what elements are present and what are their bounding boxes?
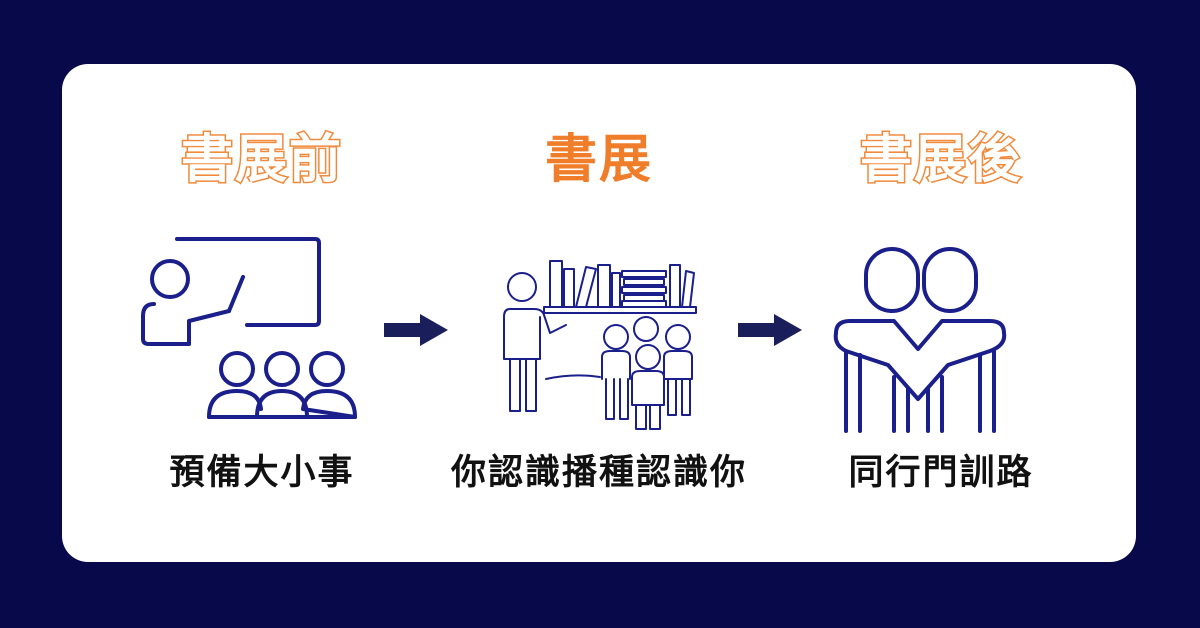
stage-before-fair: 書展前 預備大小事 xyxy=(97,64,427,562)
stage-title: 書展 xyxy=(544,129,653,190)
stage-caption: 預備大小事 xyxy=(169,453,355,493)
stage-after-fair: 書展後 同行門訓路 xyxy=(776,64,1106,562)
right-arrow-icon xyxy=(738,314,802,346)
stage-book-fair: 書展 xyxy=(434,64,764,562)
flow-card: 書展前 預備大小事 書展 xyxy=(62,64,1136,562)
right-arrow-icon xyxy=(384,314,448,346)
teacher-presenting-icon xyxy=(141,237,357,419)
stage-caption: 同行門訓路 xyxy=(848,453,1034,493)
stage-title: 書展前 xyxy=(179,129,343,190)
stage-caption: 你認識播種認識你 xyxy=(450,453,747,493)
stage-title: 書展後 xyxy=(858,129,1022,190)
book-fair-group-icon xyxy=(503,260,697,430)
companions-embracing-icon xyxy=(833,247,1007,433)
